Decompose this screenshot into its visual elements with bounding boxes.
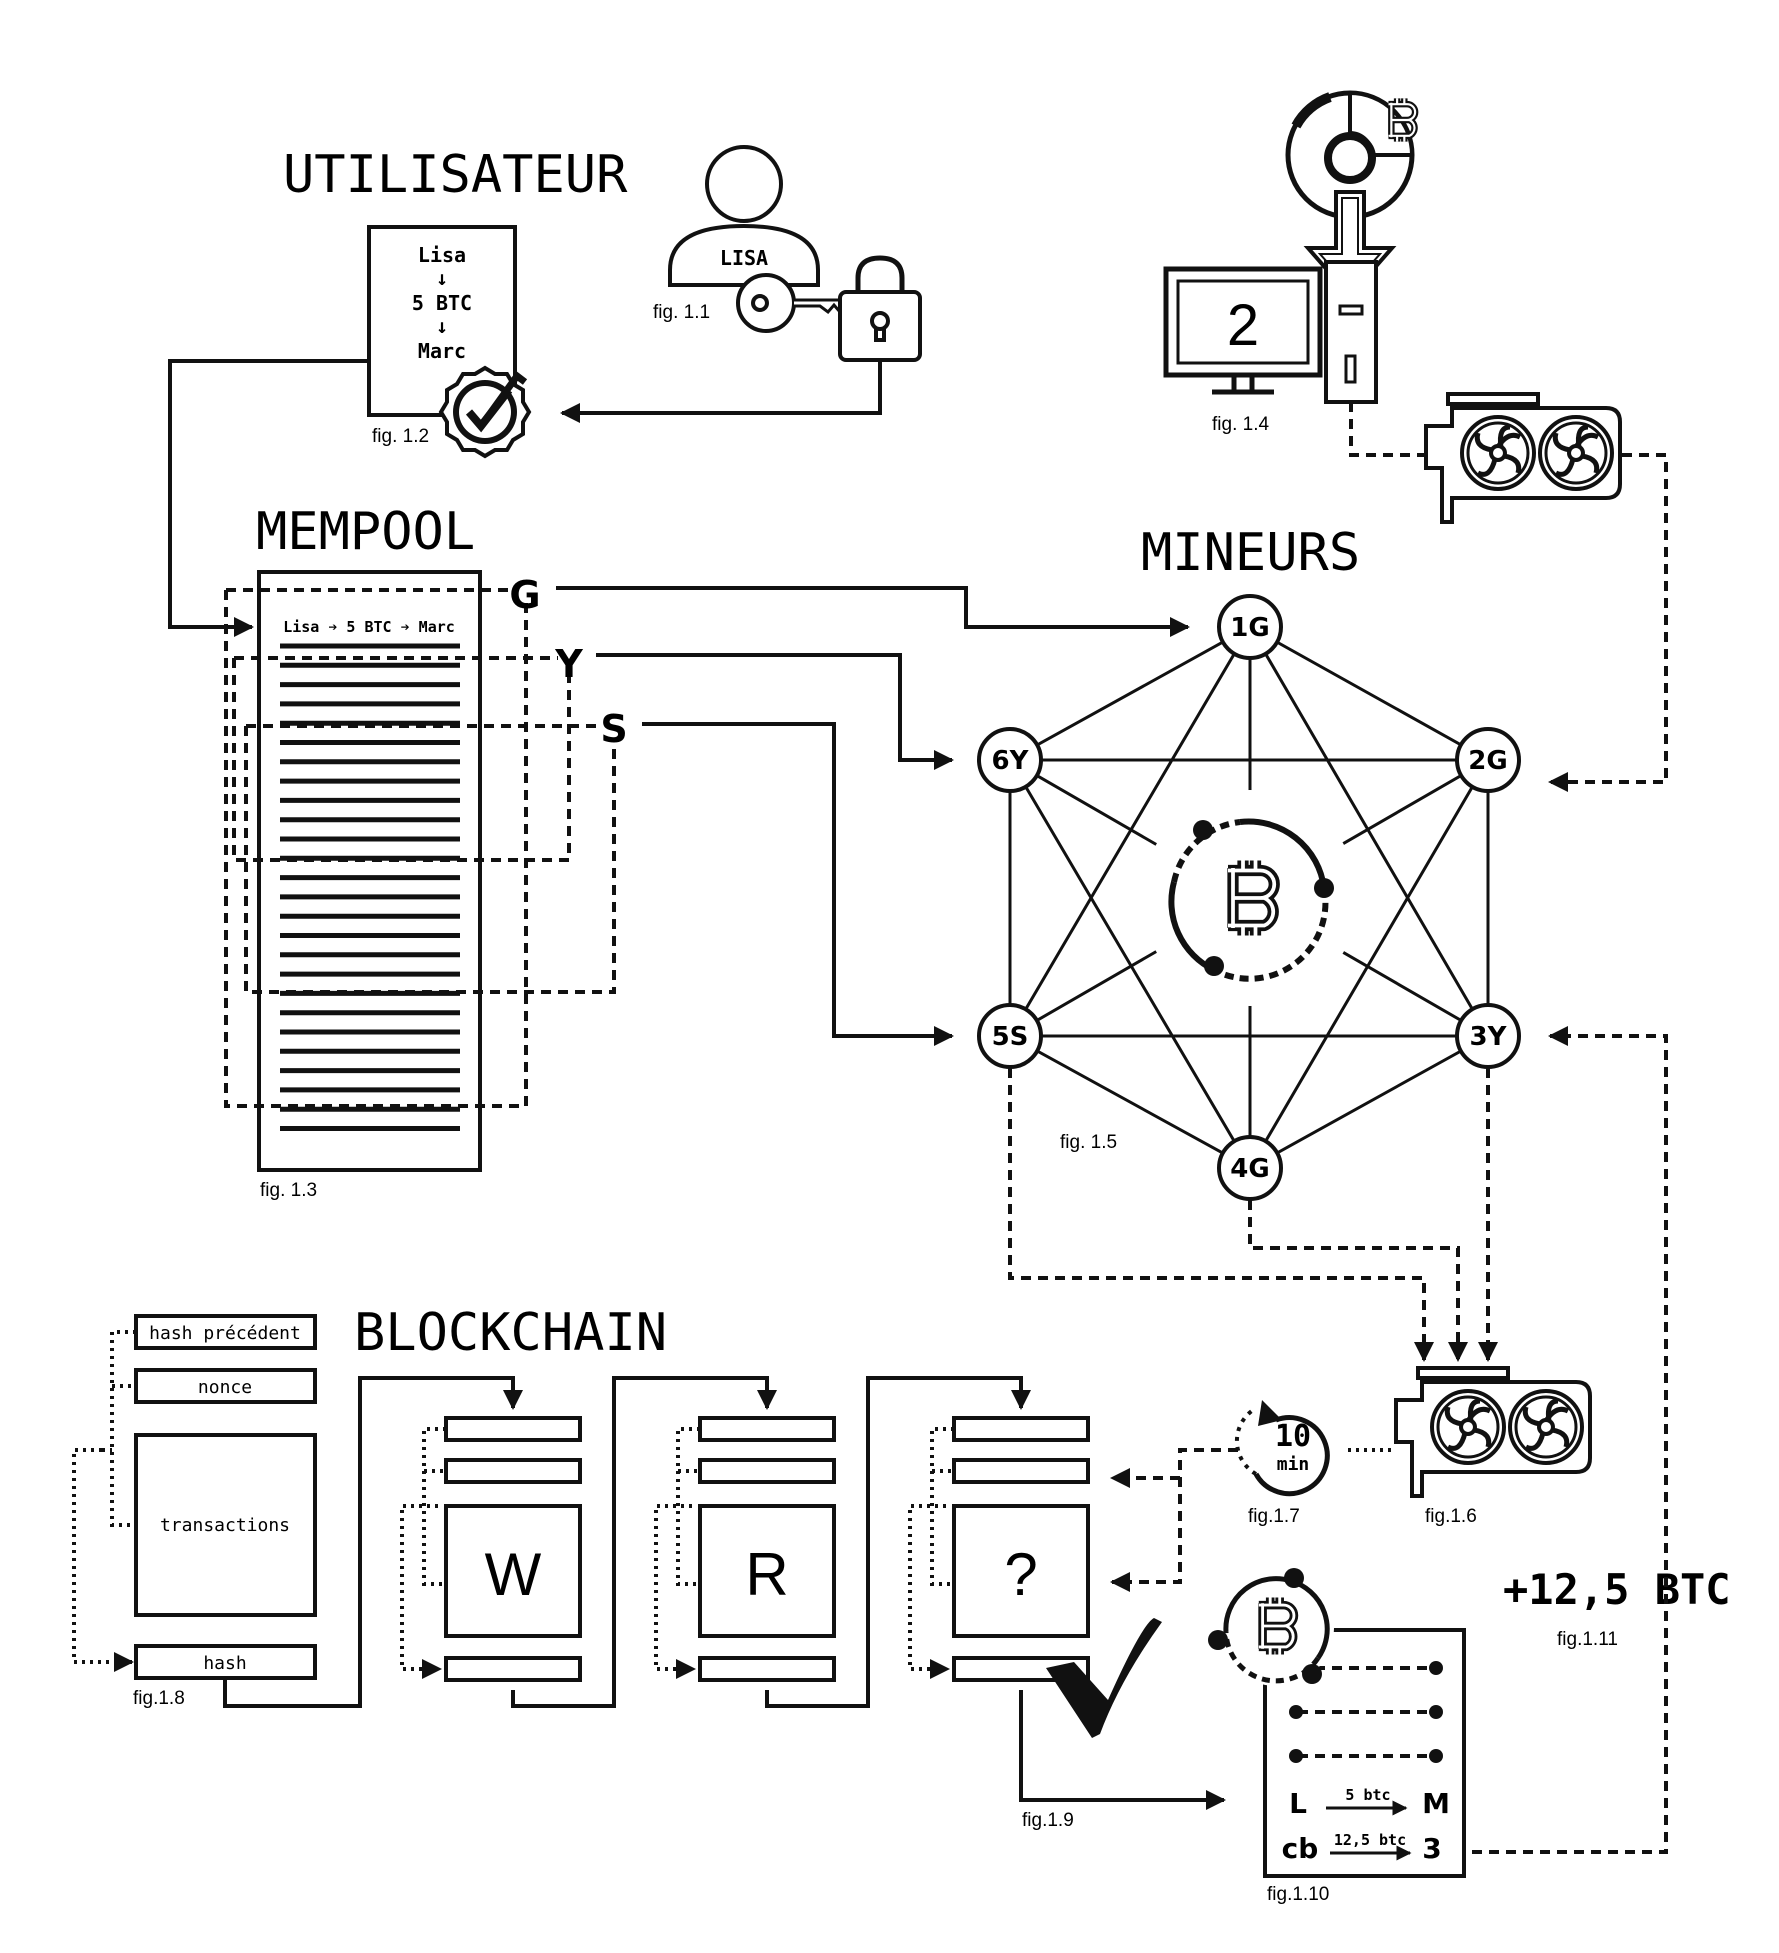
group-label-y: Y — [554, 642, 583, 686]
fig-label-1-9: fig.1.9 — [1022, 1810, 1074, 1831]
block-prev-hash-field — [698, 1416, 836, 1442]
checkmark-icon — [1046, 1618, 1162, 1738]
bitcoin-icon — [1259, 1598, 1294, 1655]
miner-node-3y: 3Y — [1455, 1003, 1521, 1069]
fig-label-1-10: fig.1.10 — [1267, 1884, 1329, 1905]
miner-node-label: 3Y — [1470, 1022, 1508, 1052]
block-prev-hash-field — [952, 1416, 1090, 1442]
monitor-screen-value: 2 — [1227, 293, 1259, 358]
badge-check-icon — [438, 365, 532, 459]
miner-node-1g: 1G — [1217, 594, 1283, 660]
block-transactions-field — [698, 1504, 836, 1638]
timer-unit: min — [1277, 1454, 1310, 1475]
group-label-g: G — [509, 573, 540, 617]
tx-amount: 5 BTC — [412, 291, 472, 315]
new-block-row1-from: L — [1289, 1787, 1307, 1820]
fig-label-1-11: fig.1.11 — [1557, 1629, 1618, 1650]
section-title-mineurs: MINEURS — [1141, 523, 1360, 583]
block-label-w: W — [485, 1541, 542, 1608]
section-title-mempool: MEMPOOL — [256, 502, 475, 562]
new-block-row2-to: 3 — [1422, 1832, 1441, 1865]
monitor-icon — [1163, 266, 1323, 395]
mining-cycle-icon — [1208, 1568, 1330, 1684]
block-hash-field — [444, 1656, 582, 1682]
miner-node-4g: 4G — [1217, 1135, 1283, 1201]
legend-transactions-field — [134, 1433, 317, 1617]
block-nonce-field — [698, 1458, 836, 1484]
bitcoin-icon — [1388, 98, 1415, 141]
group-label-s: S — [600, 707, 627, 751]
miner-node-5s: 5S — [977, 1003, 1043, 1069]
block-1 — [400, 1416, 582, 1682]
miner-node-6y: 6Y — [977, 727, 1043, 793]
block-hash-field — [698, 1656, 836, 1682]
legend-nonce-field — [134, 1368, 317, 1404]
miner-node-label: 5S — [992, 1022, 1029, 1052]
mining-cycle-icon — [1168, 818, 1334, 982]
fig-label-1-3: fig. 1.3 — [260, 1180, 317, 1201]
tx-arrow-2: ↓ — [436, 314, 448, 338]
legend-hash-field — [134, 1644, 317, 1680]
miner-node-2g: 2G — [1455, 727, 1521, 793]
fig-label-1-2: fig. 1.2 — [372, 426, 429, 447]
mempool-first-tx: Lisa ➔ 5 BTC ➔ Marc — [283, 618, 455, 636]
miner-node-label: 1G — [1230, 613, 1269, 643]
user-name: LISA — [720, 246, 768, 270]
block-2 — [654, 1416, 836, 1682]
gpu-icon — [1426, 394, 1620, 522]
new-block-row2-from: cb — [1282, 1832, 1319, 1865]
fig-label-1-8: fig.1.8 — [133, 1688, 185, 1709]
block-3 — [908, 1416, 1090, 1682]
timer-value: 10 — [1275, 1419, 1311, 1454]
block-transactions-field — [444, 1504, 582, 1638]
miner-node-label: 2G — [1468, 746, 1507, 776]
block-nonce-field — [444, 1458, 582, 1484]
block-prev-hash-field — [444, 1416, 582, 1442]
legend-prev-hash-field — [134, 1314, 317, 1350]
miner-node-label: 4G — [1230, 1154, 1269, 1184]
fig-label-1-6: fig.1.6 — [1425, 1506, 1477, 1527]
tx-from: Lisa — [418, 243, 466, 267]
padlock-icon — [838, 255, 922, 362]
fig-label-1-7: fig.1.7 — [1248, 1506, 1300, 1527]
block-label-r: R — [745, 1541, 788, 1608]
new-block-row1-amount: 5 btc — [1345, 1786, 1390, 1804]
user-icon — [668, 145, 820, 287]
section-title-utilisateur: UTILISATEUR — [283, 145, 628, 205]
mempool-box — [257, 570, 482, 1172]
block-transactions-field — [952, 1504, 1090, 1638]
tx-arrow-1: ↓ — [436, 266, 448, 290]
fig-label-1-1: fig. 1.1 — [653, 302, 710, 323]
legend-prev-hash-label: hash précédent — [149, 1323, 301, 1344]
new-block-row2-amount: 12,5 btc — [1334, 1831, 1406, 1849]
block-label-unknown: ? — [1004, 1541, 1037, 1608]
block-nonce-field — [952, 1458, 1090, 1484]
bitcoin-icon — [1228, 861, 1274, 936]
new-block-row1-to: M — [1422, 1787, 1450, 1820]
miner-node-label: 6Y — [992, 746, 1030, 776]
gpu-icon — [1396, 1368, 1590, 1496]
transaction-document — [367, 225, 517, 417]
legend-hash-label: hash — [203, 1653, 246, 1674]
legend-transactions-label: transactions — [160, 1515, 290, 1536]
tower-icon — [1324, 260, 1378, 404]
reward-amount: +12,5 BTC — [1503, 1565, 1731, 1614]
fig-label-1-5: fig. 1.5 — [1060, 1132, 1117, 1153]
fig-label-1-4: fig. 1.4 — [1212, 414, 1269, 435]
timer-icon — [1234, 1400, 1330, 1497]
tx-to: Marc — [418, 339, 466, 363]
legend-nonce-label: nonce — [198, 1377, 252, 1398]
section-title-blockchain: BLOCKCHAIN — [354, 1303, 667, 1363]
